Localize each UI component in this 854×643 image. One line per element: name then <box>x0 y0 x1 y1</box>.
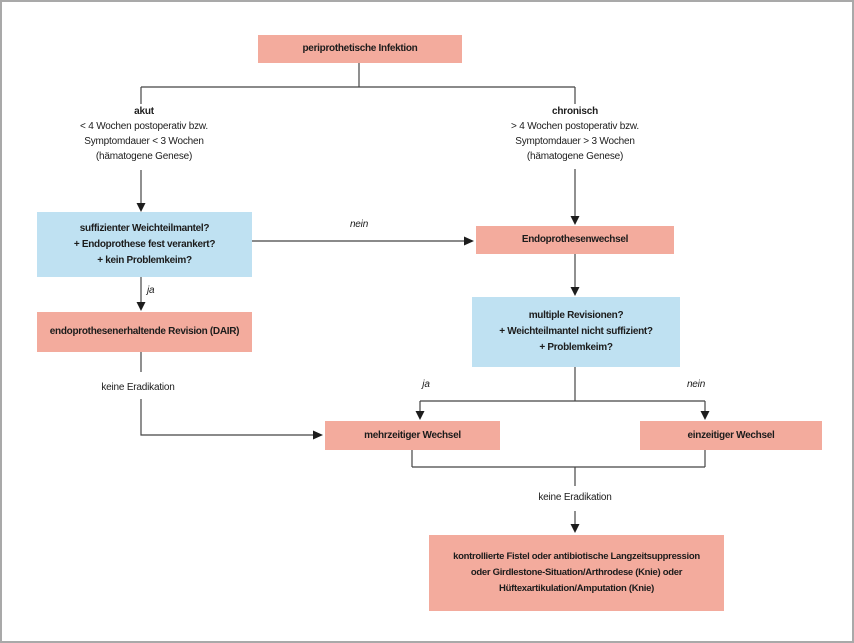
branch-chronisch-line-2: Symptomdauer > 3 Wochen <box>515 136 635 147</box>
node-revisionen-frage: multiple Revisionen? + Weichteilmantel n… <box>472 297 680 367</box>
node-endoprothesenwechsel: Endoprothesenwechsel <box>476 226 674 254</box>
branch-akut-line-3: (hämatogene Genese) <box>95 151 193 162</box>
edge-label-keine-eradikation-bottom: keine Eradikation <box>538 492 612 503</box>
node-final-line-2: oder Girdlestone-Situation/Arthrodese (K… <box>470 567 683 578</box>
node-endoprothesenwechsel-label: Endoprothesenwechsel <box>521 234 629 245</box>
node-periprothetische-infektion-label: periprothetische Infektion <box>302 43 418 54</box>
node-weichteilmantel-frage-line-2: + Endoprothese fest verankert? <box>73 238 216 250</box>
node-revisionen-frage-line-1: multiple Revisionen? <box>528 310 624 321</box>
node-einzeitiger-wechsel: einzeitiger Wechsel <box>640 421 822 450</box>
node-dair-label: endoprothesenerhaltende Revision (DAIR) <box>49 326 240 337</box>
node-weichteilmantel-frage: suffizienter Weichteilmantel? + Endoprot… <box>37 212 252 277</box>
node-einzeitiger-wechsel-label: einzeitiger Wechsel <box>687 429 775 441</box>
branch-chronisch-title: chronisch <box>552 106 598 117</box>
node-mehrzeitiger-wechsel-label: mehrzeitiger Wechsel <box>364 429 461 441</box>
node-dair: endoprothesenerhaltende Revision (DAIR) <box>37 312 252 352</box>
branch-akut-line-1: < 4 Wochen postoperativ bzw. <box>80 121 208 132</box>
branch-akut-title: akut <box>134 106 154 117</box>
node-periprothetische-infektion: periprothetische Infektion <box>258 35 462 63</box>
branch-chronisch: chronisch > 4 Wochen postoperativ bzw. S… <box>465 105 685 164</box>
node-revisionen-frage-line-3: + Problemkeim? <box>539 342 613 353</box>
edge-label-ja-mid: ja <box>422 379 430 390</box>
node-final-line-3: Hüftexartikulation/Amputation (Knie) <box>499 583 654 594</box>
node-final-massnahmen: kontrollierte Fistel oder antibiotische … <box>429 535 724 611</box>
branch-chronisch-line-1: > 4 Wochen postoperativ bzw. <box>511 121 639 132</box>
edge-label-keine-eradikation-left: keine Eradikation <box>101 382 175 393</box>
branch-chronisch-line-3: (hämatogene Genese) <box>526 151 624 162</box>
branch-akut: akut < 4 Wochen postoperativ bzw. Sympto… <box>34 105 254 164</box>
node-weichteilmantel-frage-line-1: suffizienter Weichteilmantel? <box>79 222 210 234</box>
edge-label-nein-upper: nein <box>349 219 369 230</box>
edge-label-nein-right: nein <box>686 379 706 390</box>
edge-label-ja-left: ja <box>147 285 155 296</box>
node-weichteilmantel-frage-line-3: + kein Problemkeim? <box>97 254 192 266</box>
node-revisionen-frage-line-2: + Weichteilmantel nicht suffizient? <box>499 326 653 337</box>
branch-akut-line-2: Symptomdauer < 3 Wochen <box>84 136 204 147</box>
node-mehrzeitiger-wechsel: mehrzeitiger Wechsel <box>325 421 500 450</box>
node-final-line-1: kontrollierte Fistel oder antibiotische … <box>453 551 700 562</box>
